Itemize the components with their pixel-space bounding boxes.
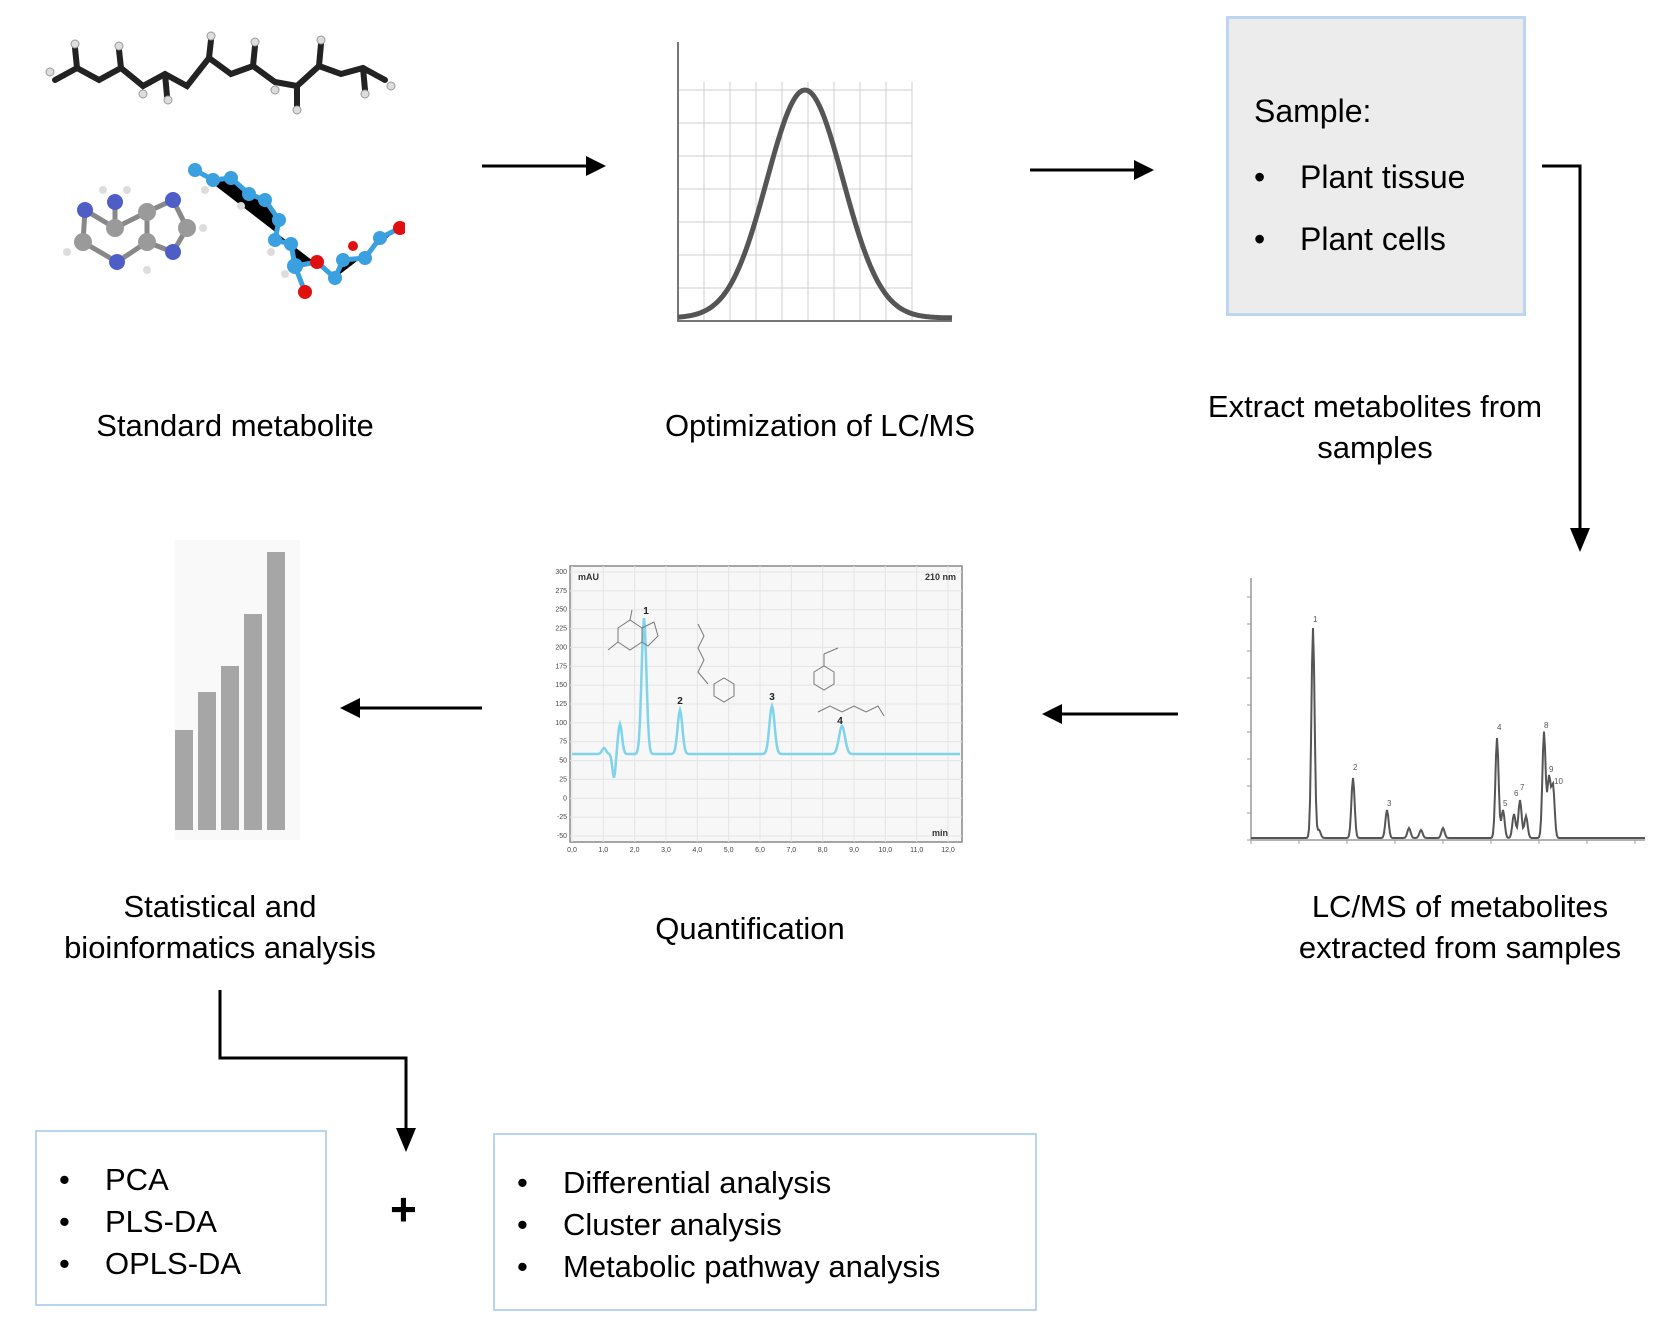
q-wavelength: 210 nm (925, 572, 956, 582)
y-tick-label: 125 (555, 701, 567, 708)
lcms-peak-label: 2 (1353, 763, 1358, 772)
connector-analysis-to-methods (218, 990, 416, 1152)
arrow-left-3 (1042, 704, 1178, 724)
y-tick-label: 150 (555, 682, 567, 689)
step-lcms-label: LC/MS of metabolites extracted from samp… (1298, 889, 1622, 965)
x-tick-label: 0,0 (567, 847, 577, 854)
x-tick-label: 3,0 (661, 847, 671, 854)
y-tick-label: -25 (557, 814, 567, 821)
method-item: •Metabolic pathway analysis (517, 1249, 941, 1284)
bar-chart-illustration (175, 540, 300, 840)
step-optimization-label: Optimization of LC/MS (664, 408, 976, 443)
step-statistical-label: Statistical and bioinformatics analysis (64, 889, 376, 965)
x-tick-label: 9,0 (849, 847, 859, 854)
optimization-peak-chart (677, 42, 953, 322)
step-extract-label: Extract metabolites from samples (1207, 389, 1543, 465)
peak-label: 4 (837, 716, 843, 727)
sample-item: •Plant tissue (1254, 159, 1466, 195)
arrow-right-1 (482, 156, 606, 176)
lcms-peak-label: 1 (1313, 615, 1318, 624)
x-tick-label: 10,0 (879, 847, 893, 854)
y-tick-label: -50 (557, 833, 567, 840)
quantification-trace (572, 617, 960, 779)
q-x-unit: min (932, 828, 948, 838)
lcms-peak-label: 10 (1554, 777, 1563, 786)
step-quantification-label: Quantification (655, 911, 845, 946)
bar (267, 552, 285, 830)
plus-sign: + (390, 1183, 417, 1235)
x-tick-label: 8,0 (818, 847, 828, 854)
lcms-chromatogram: 1 2 3 4 567 8 910 (1247, 578, 1645, 844)
lcms-peak-label: 4 (1497, 723, 1502, 732)
method-item: •PLS-DA (59, 1204, 217, 1239)
molecule-illustration (45, 31, 405, 299)
hydrogen-atoms (45, 31, 396, 115)
hydrocarbon-chain (52, 37, 388, 109)
x-tick-label: 11,0 (910, 847, 923, 854)
gaussian-peak-curve (677, 87, 953, 321)
x-tick-label: 4,0 (692, 847, 702, 854)
method-item: •PCA (59, 1162, 169, 1197)
method-item: •Cluster analysis (517, 1207, 782, 1242)
y-tick-label: 225 (555, 626, 567, 633)
quantification-chromatogram: 3002752502252001751501251007550250-25-50… (555, 565, 963, 854)
connector-sample-to-lcms (1542, 164, 1590, 552)
lcms-peak-label: 9 (1549, 765, 1554, 774)
bar (221, 666, 239, 830)
arrow-right-2 (1030, 160, 1154, 180)
bar (175, 730, 193, 830)
lcms-peak-label: 7 (1520, 783, 1525, 792)
peak-label: 1 (643, 606, 649, 617)
purine-molecule (63, 186, 207, 274)
bar (198, 692, 216, 830)
sample-box: Sample: •Plant tissue •Plant cells (1226, 16, 1526, 316)
y-tick-label: 0 (563, 795, 567, 802)
sample-item: •Plant cells (1254, 221, 1446, 257)
y-tick-label: 50 (559, 758, 567, 765)
x-tick-label: 12,0 (941, 847, 955, 854)
lcms-peak-label: 5 (1503, 799, 1508, 808)
y-tick-label: 100 (555, 720, 567, 727)
lcms-peak-label: 6 (1514, 789, 1519, 798)
y-tick-label: 275 (555, 588, 567, 595)
peak-label: 2 (677, 696, 683, 707)
method-item: •OPLS-DA (59, 1246, 242, 1281)
bar (244, 614, 262, 830)
y-tick-label: 200 (555, 644, 567, 651)
lcms-peak-label: 3 (1387, 799, 1392, 808)
univariate-methods-box: •Differential analysis •Cluster analysis… (493, 1133, 1037, 1311)
x-tick-label: 6,0 (755, 847, 765, 854)
y-tick-label: 250 (555, 607, 567, 614)
ester-molecule (188, 163, 405, 299)
sample-title: Sample: (1254, 93, 1372, 129)
y-tick-label: 175 (555, 663, 567, 670)
method-item: •Differential analysis (517, 1165, 832, 1200)
lcms-peak-label: 8 (1544, 721, 1549, 730)
peak-label: 3 (769, 692, 775, 703)
multivariate-methods-box: •PCA •PLS-DA •OPLS-DA (35, 1130, 327, 1306)
q-y-unit: mAU (578, 572, 599, 582)
structure-sketches (607, 609, 885, 717)
x-tick-label: 7,0 (786, 847, 796, 854)
x-tick-label: 5,0 (724, 847, 734, 854)
lcms-trace (1251, 627, 1645, 840)
y-tick-label: 75 (559, 739, 567, 746)
x-tick-label: 2,0 (630, 847, 640, 854)
y-tick-label: 25 (559, 776, 567, 783)
y-tick-label: 300 (555, 569, 567, 576)
sample-list: •Plant tissue •Plant cells (1254, 157, 1465, 281)
arrow-left-4 (340, 698, 482, 718)
step-standard-metabolite-label: Standard metabolite (96, 408, 374, 443)
x-tick-label: 1,0 (598, 847, 608, 854)
